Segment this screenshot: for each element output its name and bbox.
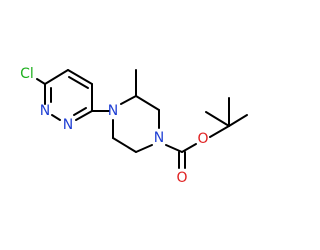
bond-npip4-c5 (135, 144, 153, 153)
chlorine-atom: Cl (20, 66, 34, 82)
bond-c3-n2 (75, 110, 93, 121)
carbonyl-oxygen-atom: O (176, 170, 187, 186)
structure-diagram: Cl N N N N O O (20, 66, 248, 186)
bond-c6-cl (36, 78, 46, 85)
piperazine-n1-atom: N (108, 103, 118, 119)
bond-n2-n1 (51, 114, 61, 121)
bond-o-ester-cq (209, 125, 230, 138)
bond-npip4-carbonyl (165, 144, 183, 153)
bond-cq-methyl-right (228, 114, 248, 127)
pyridazine-n2-atom: N (63, 117, 73, 133)
piperazine-ring (112, 69, 160, 153)
bond-c3-n2-double (73, 107, 87, 116)
piperazine-n4-atom: N (154, 130, 164, 146)
boc-group (165, 97, 248, 169)
pyridazine-n1-atom: N (40, 103, 50, 119)
bond-c2-c3 (135, 95, 160, 111)
ester-oxygen-atom: O (197, 131, 208, 147)
bond-carbonyl-o-ester (181, 143, 197, 153)
bond-cq-methyl-left (205, 111, 230, 127)
bond-c6-c5 (44, 69, 69, 85)
pyridazine-ring (36, 69, 93, 121)
bond-c5-c4-double (68, 76, 89, 89)
bond-npip1-c2 (120, 95, 137, 105)
bond-c5-c6 (112, 137, 137, 153)
bond-c5-c4 (67, 69, 93, 85)
